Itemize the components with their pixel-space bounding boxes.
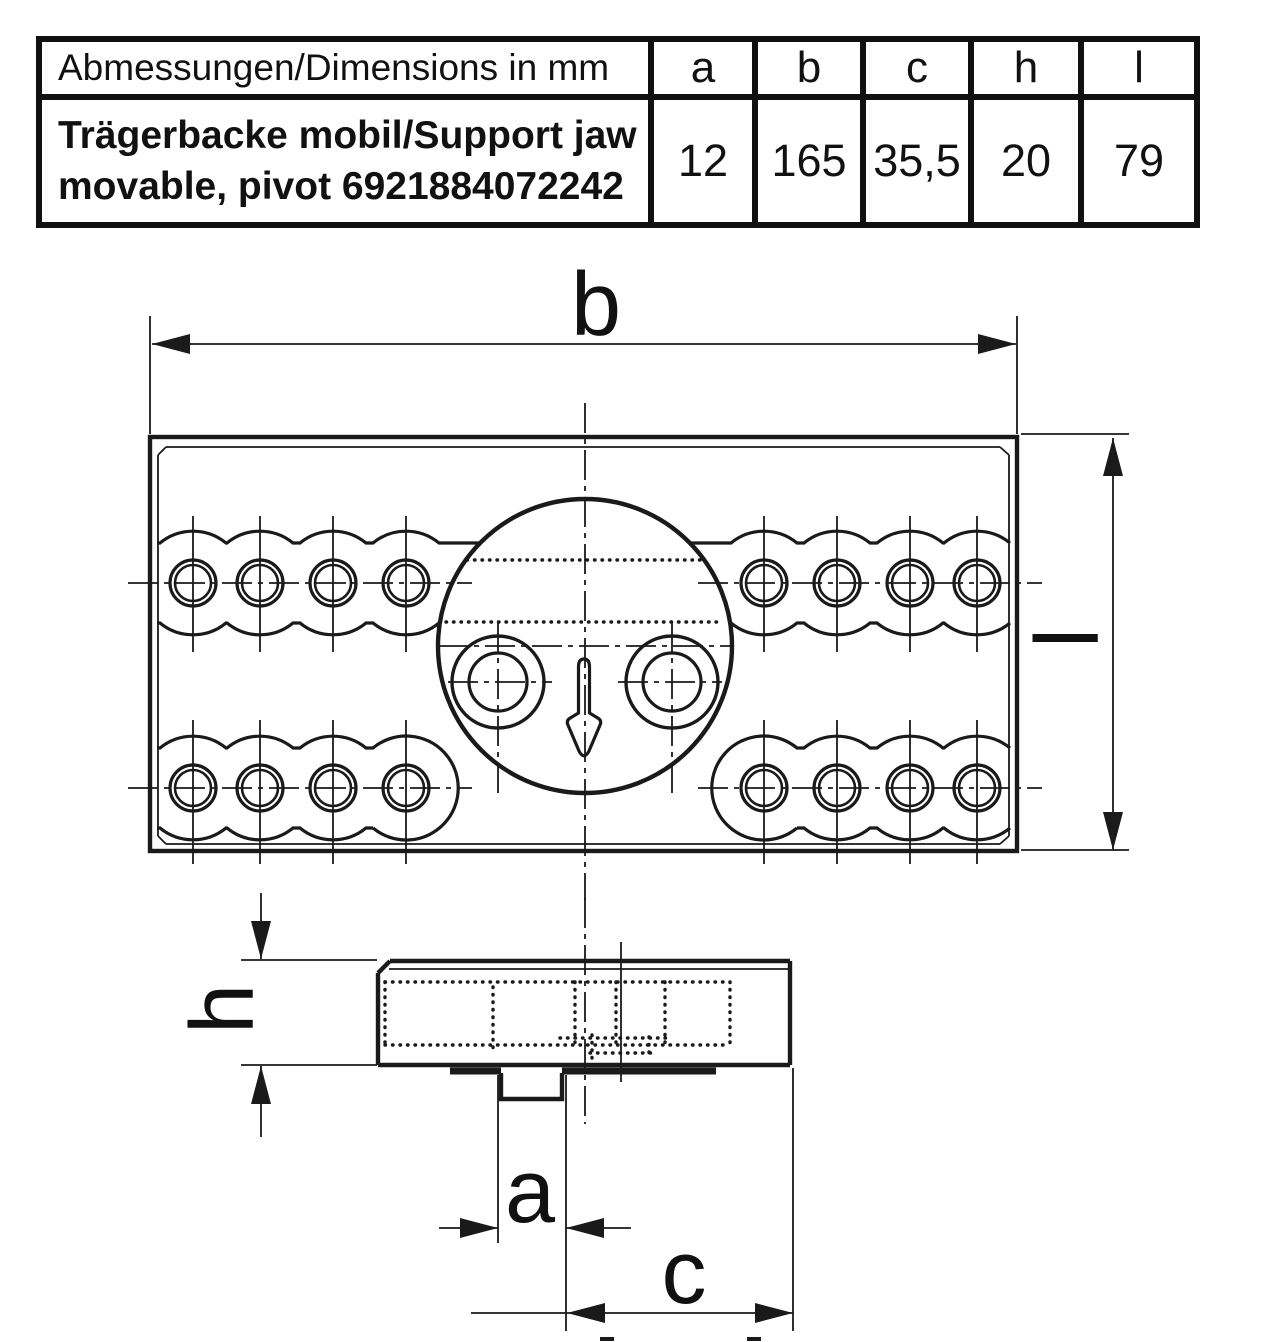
value-c: 35,5	[860, 94, 974, 228]
hole-crosshairs	[192, 516, 978, 864]
side-body-outline	[375, 958, 793, 1068]
value-a: 12	[648, 94, 758, 228]
col-c-header: c	[860, 36, 974, 100]
tenon-key	[498, 1073, 565, 1102]
plate-outline	[147, 434, 1020, 854]
dim-l: l	[1018, 433, 1129, 851]
dimensions-table: Abmessungen/Dimensions in mm a b c h l T…	[36, 36, 1200, 228]
arrow-up-icon	[251, 1066, 271, 1104]
dim-label-l: l	[1018, 628, 1118, 648]
pivot-hole-crosshairs	[448, 622, 722, 799]
arrow-left-icon	[152, 334, 190, 354]
hidden-tslot-lines	[383, 980, 732, 1063]
col-b-header: b	[752, 36, 866, 100]
arrow-left-icon	[566, 1218, 604, 1238]
col-h-header: h	[968, 36, 1084, 100]
table-value-row: Trägerbacke mobil/Support jaw movable, p…	[36, 94, 1200, 228]
value-l: 79	[1078, 94, 1200, 228]
arrow-down-icon	[1103, 812, 1123, 850]
dim-h: h	[173, 893, 377, 1137]
centerlines	[128, 403, 1042, 900]
dim-label-b: b	[571, 255, 621, 355]
part-name-line2: movable, pivot 6921884072242	[58, 165, 624, 208]
table-header-row: Abmessungen/Dimensions in mm a b c h l	[36, 36, 1200, 100]
arrow-down-icon	[251, 921, 271, 959]
dim-label-h: h	[173, 984, 273, 1034]
dim-label-a: a	[505, 1142, 556, 1242]
dimensions-header-cell: Abmessungen/Dimensions in mm	[36, 36, 654, 100]
col-l-header: l	[1078, 36, 1200, 100]
part-name-line1: Trägerbacke mobil/Support jaw	[58, 113, 637, 157]
value-h: 20	[968, 94, 1084, 228]
plate-inner-outline	[157, 446, 1010, 845]
value-b: 165	[752, 94, 866, 228]
dim-c: c	[471, 1068, 794, 1331]
top-view	[128, 403, 1042, 900]
arrow-up-icon	[1103, 438, 1123, 476]
dim-a: a	[439, 1075, 631, 1331]
part-name-cell: Trägerbacke mobil/Support jaw movable, p…	[36, 94, 654, 228]
dim-label-c: c	[662, 1223, 707, 1323]
pointer-icon	[565, 657, 603, 758]
side-view	[375, 898, 793, 1124]
dim-b: b	[149, 255, 1018, 434]
arrow-right-icon	[755, 1303, 793, 1323]
arrow-right-icon	[460, 1218, 498, 1238]
arrow-left-icon	[567, 1303, 605, 1323]
arrow-right-icon	[978, 334, 1016, 354]
col-a-header: a	[648, 36, 758, 100]
hidden-slot-lines	[444, 558, 724, 624]
